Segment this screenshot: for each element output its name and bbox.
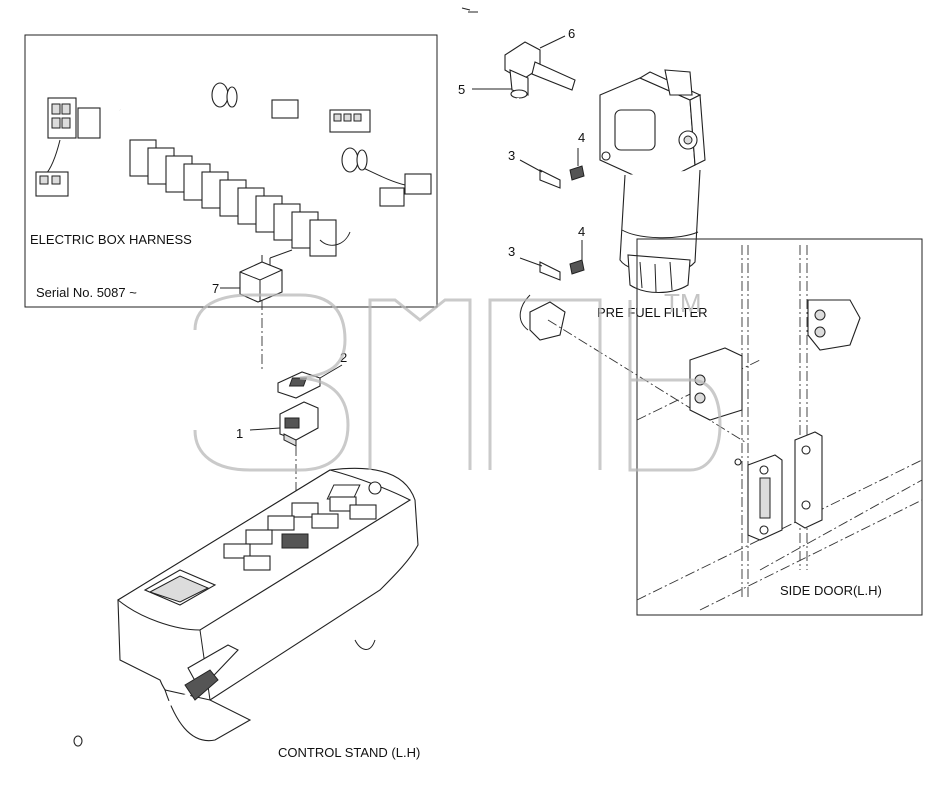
callout-3-upper: 3 — [508, 148, 515, 163]
rocker-switch-part-1: 1 — [236, 401, 319, 447]
watermark-trademark: TM — [664, 288, 702, 318]
callout-2: 2 — [340, 350, 347, 365]
watermark-logo: TM — [193, 288, 722, 472]
callout-4-lower: 4 — [578, 224, 585, 239]
callout-5: 5 — [458, 82, 465, 97]
fuel-sensor-assembly: 6 5 3 3 4 4 — [458, 26, 585, 341]
pre-fuel-filter-label: PRE FUEL FILTER — [597, 305, 708, 320]
side-door-label: SIDE DOOR(L.H) — [780, 583, 882, 598]
electric-box-harness-label: ELECTRIC BOX HARNESS — [30, 232, 192, 247]
control-stand-switch-slots — [223, 484, 377, 571]
control-stand-label: CONTROL STAND (L.H) — [278, 745, 420, 760]
relay-socket-row — [129, 139, 337, 257]
electric-box-harness-inset: ELECTRIC BOX HARNESS Serial No. 5087 ~ — [24, 34, 438, 308]
callout-4-upper: 4 — [578, 130, 585, 145]
serial-number-label: Serial No. 5087 ~ — [36, 285, 137, 300]
callout-1: 1 — [236, 426, 243, 441]
callout-7: 7 — [212, 281, 219, 296]
side-door-inset — [636, 238, 923, 616]
control-stand — [73, 467, 419, 747]
callout-6: 6 — [568, 26, 575, 41]
pre-fuel-filter — [599, 69, 706, 294]
callout-3-lower: 3 — [508, 244, 515, 259]
